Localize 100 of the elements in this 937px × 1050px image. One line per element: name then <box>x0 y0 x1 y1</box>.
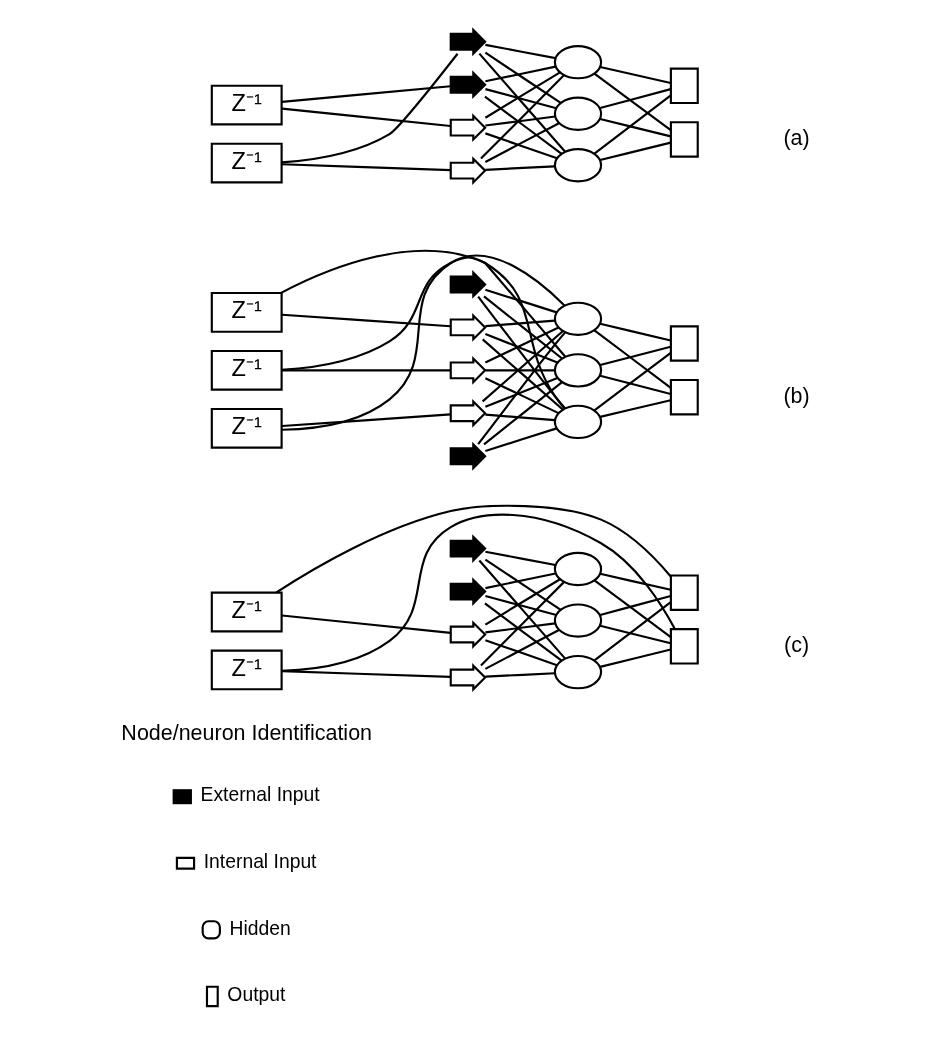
node-box <box>669 378 699 416</box>
node-box: Z⁻¹ <box>210 84 283 126</box>
connector <box>281 614 451 634</box>
connector <box>478 559 566 660</box>
connector <box>484 165 555 171</box>
connector <box>484 377 559 415</box>
connector <box>593 329 671 389</box>
connector <box>483 602 562 662</box>
node-arrow <box>449 113 487 143</box>
connector <box>281 107 451 128</box>
connector <box>599 65 671 84</box>
node-arrow <box>449 355 487 385</box>
connector <box>599 399 671 418</box>
node-box <box>669 67 699 105</box>
connector <box>484 369 555 372</box>
connector <box>484 88 557 110</box>
node-circle <box>553 551 602 587</box>
connector <box>484 122 559 163</box>
node-box: Z⁻¹ <box>210 142 283 184</box>
connector <box>484 622 555 634</box>
connector <box>484 132 557 160</box>
label: (c) <box>783 632 809 657</box>
label: (b) <box>782 383 810 408</box>
node-box: Z⁻¹ <box>210 407 283 449</box>
connector <box>484 427 557 453</box>
connector <box>484 43 556 60</box>
connector <box>484 672 555 678</box>
node-arrow <box>449 313 487 342</box>
connector <box>484 639 557 667</box>
node-box: Z⁻¹ <box>210 649 283 691</box>
connector <box>484 558 561 611</box>
connector <box>593 352 671 412</box>
connector <box>484 572 556 590</box>
node-box <box>669 121 699 158</box>
connector <box>484 332 558 364</box>
label: (a) <box>782 125 810 150</box>
node-circle <box>553 654 602 690</box>
connector <box>484 629 559 670</box>
legend-label: External Input <box>200 784 320 806</box>
connector <box>476 331 566 445</box>
connector <box>280 249 566 358</box>
connector <box>599 572 671 591</box>
node-arrow <box>449 441 487 471</box>
node-box: Z⁻¹ <box>210 349 283 391</box>
connector <box>479 74 565 160</box>
connector <box>599 594 671 616</box>
legend-label: Internal Input <box>203 850 317 872</box>
node-circle <box>553 603 602 638</box>
connector <box>484 65 556 83</box>
legend-label: Hidden <box>229 917 291 939</box>
connector <box>593 94 671 155</box>
connector <box>481 330 563 403</box>
connector <box>275 504 672 594</box>
connector <box>593 601 671 662</box>
node-box <box>669 628 699 665</box>
connector <box>483 95 562 155</box>
connector <box>481 338 563 411</box>
connector <box>484 326 559 364</box>
connector <box>599 141 671 162</box>
connector <box>281 313 451 328</box>
label: Node/neuron Identification <box>120 720 372 745</box>
connector <box>281 53 458 164</box>
node-arrow <box>449 534 487 564</box>
node-circle <box>553 301 602 336</box>
node-circle <box>553 353 602 388</box>
node-box: Z⁻¹ <box>210 591 283 633</box>
node-arrow <box>449 398 487 428</box>
node-circle <box>553 148 602 183</box>
connector <box>281 513 676 672</box>
connector <box>599 374 671 396</box>
node-box <box>669 574 699 611</box>
connector <box>599 117 671 138</box>
connector <box>593 72 671 132</box>
node-circle <box>553 96 602 131</box>
connector <box>484 288 557 314</box>
connector <box>484 578 561 626</box>
connector <box>593 579 671 638</box>
legend-label: Output <box>226 984 285 1006</box>
node-arrow <box>449 663 487 692</box>
connector <box>484 594 557 617</box>
connector <box>484 413 555 422</box>
node-circle <box>553 45 602 80</box>
connector <box>482 381 563 446</box>
connector <box>484 550 556 567</box>
connector <box>484 51 561 104</box>
node-arrow <box>449 156 487 186</box>
connector <box>599 322 671 342</box>
node-box <box>669 325 699 362</box>
connector <box>484 377 558 408</box>
connector <box>599 88 671 110</box>
node-arrow <box>449 27 487 57</box>
node-arrow <box>449 270 487 299</box>
node-arrow <box>449 620 487 649</box>
connector <box>479 581 565 667</box>
connector <box>599 345 671 366</box>
connector <box>281 85 451 103</box>
connector <box>482 295 563 360</box>
connector <box>599 648 671 668</box>
node-arrow <box>449 70 487 100</box>
connector <box>484 115 555 127</box>
